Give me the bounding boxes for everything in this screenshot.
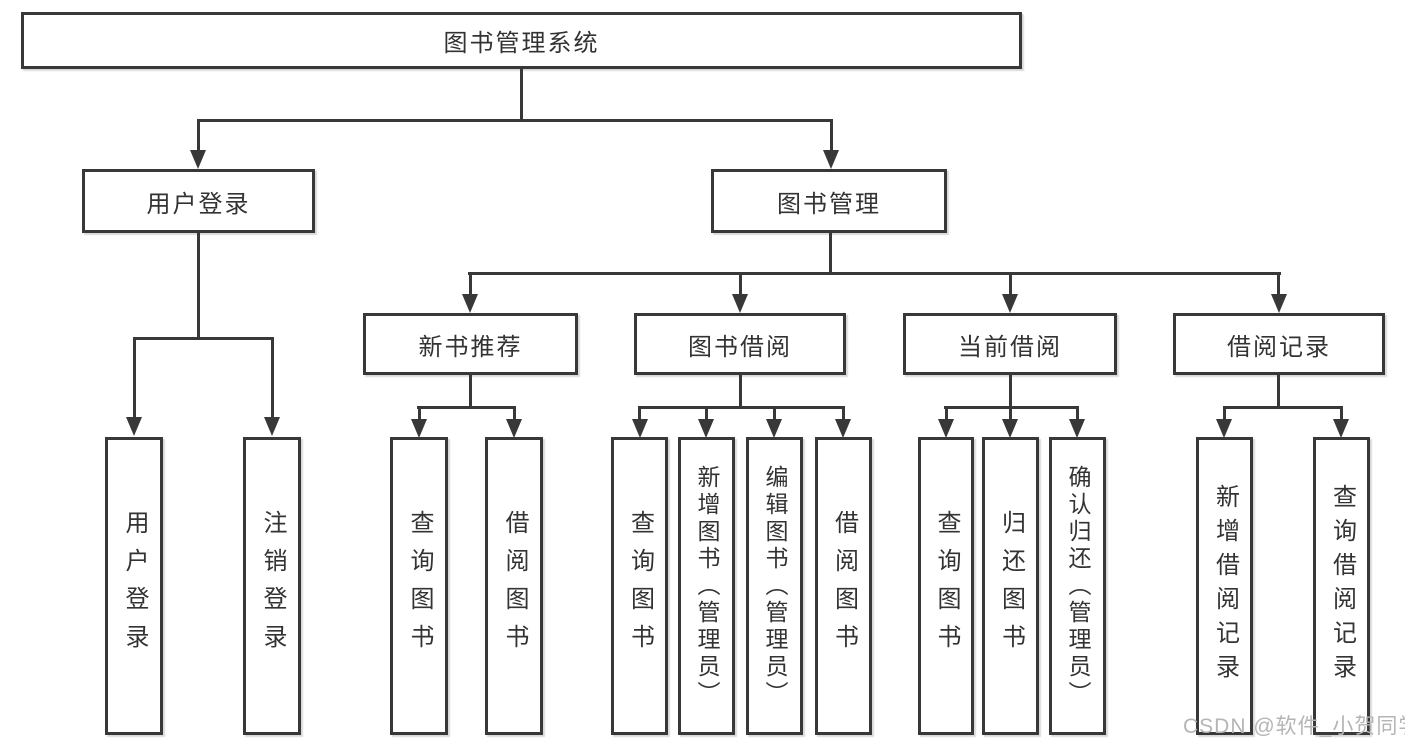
node-label: 图书管理系统 (443, 30, 600, 57)
node-label: 新书推荐 (418, 333, 523, 361)
connector-vline (271, 337, 274, 418)
leaf-return-books: 归还图书 (982, 437, 1039, 735)
arrowhead-down-icon (506, 419, 522, 438)
node-borrow-records: 借阅记录 (1173, 313, 1385, 375)
arrowhead-down-icon (1333, 419, 1349, 438)
connector-vline (469, 272, 472, 295)
leaf-confirm-return-admin: 确认归还（管理员） (1049, 437, 1106, 735)
arrowhead-down-icon (835, 419, 851, 438)
csdn-watermark: CSDN @软件_小贺同学 (1183, 715, 1405, 738)
arrowhead-down-icon (190, 150, 206, 169)
connector-vline (705, 406, 708, 420)
arrowhead-down-icon (1271, 294, 1287, 313)
node-label: 借阅记录 (1227, 333, 1331, 361)
arrowhead-down-icon (411, 419, 427, 438)
connector-vline (638, 406, 641, 420)
connector-vline (830, 119, 833, 151)
leaf-query-books-current: 查询图书 (918, 437, 974, 735)
leaf-label: 借阅图书 (501, 510, 528, 662)
arrowhead-down-icon (632, 419, 648, 438)
connector-hline (197, 119, 833, 122)
arrowhead-down-icon (126, 417, 142, 436)
connector-vline (1076, 406, 1079, 420)
arrowhead-down-icon (1002, 294, 1018, 313)
connector-vline (418, 406, 421, 420)
arrowhead-down-icon (823, 150, 839, 169)
arrowhead-down-icon (698, 419, 714, 438)
node-root-library-system: 图书管理系统 (21, 12, 1022, 69)
leaf-label: 借阅图书 (830, 510, 858, 662)
connector-hline (1223, 406, 1343, 409)
leaf-add-books-admin: 新增图书（管理员） (678, 437, 735, 735)
connector-hline (417, 406, 516, 409)
arrowhead-down-icon (938, 419, 954, 438)
connector-vline (829, 233, 832, 272)
node-user-login: 用户登录 (82, 169, 315, 233)
connector-hline (468, 272, 1281, 275)
connector-vline (1277, 272, 1280, 295)
node-label: 图书管理 (777, 190, 881, 218)
node-book-borrow: 图书借阅 (634, 313, 846, 375)
leaf-label: 注销登录 (259, 510, 286, 662)
leaf-label: 新增图书（管理员） (694, 464, 720, 708)
leaf-query-borrow-record: 查询借阅记录 (1313, 437, 1370, 735)
connector-vline (945, 406, 948, 420)
node-current-borrow: 当前借阅 (903, 313, 1117, 375)
connector-vline (739, 375, 742, 406)
connector-vline (1009, 406, 1012, 420)
arrowhead-down-icon (766, 419, 782, 438)
leaf-query-books-borrow: 查询图书 (611, 437, 668, 735)
connector-vline (773, 406, 776, 420)
arrowhead-down-icon (264, 417, 280, 436)
leaf-logout: 注销登录 (243, 437, 301, 735)
connector-vline (1009, 272, 1012, 295)
leaf-label: 确认归还（管理员） (1065, 464, 1091, 708)
connector-vline (739, 272, 742, 295)
leaf-label: 编辑图书（管理员） (762, 464, 788, 708)
arrowhead-down-icon (1069, 419, 1085, 438)
connector-vline (520, 69, 523, 119)
connector-vline (197, 119, 200, 151)
leaf-label: 归还图书 (997, 510, 1025, 662)
connector-hline (638, 406, 844, 409)
connector-hline (133, 337, 274, 340)
connector-vline (133, 337, 136, 418)
node-label: 当前借阅 (958, 333, 1062, 361)
node-book-management: 图书管理 (711, 169, 947, 233)
leaf-query-books-recommend: 查询图书 (390, 437, 448, 735)
leaf-label: 查询图书 (626, 510, 654, 662)
node-label: 图书借阅 (688, 333, 792, 361)
connector-vline (842, 406, 845, 420)
leaf-label: 新增借阅记录 (1211, 484, 1239, 688)
arrowhead-down-icon (1002, 419, 1018, 438)
connector-vline (1277, 375, 1280, 406)
leaf-label: 查询图书 (933, 510, 960, 662)
connector-vline (1223, 406, 1226, 420)
leaf-label: 查询图书 (406, 510, 433, 662)
node-label: 用户登录 (146, 190, 251, 218)
leaf-borrow-books-recommend: 借阅图书 (485, 437, 543, 735)
leaf-label: 查询借阅记录 (1328, 484, 1356, 688)
leaf-borrow-books: 借阅图书 (815, 437, 872, 735)
connector-vline (1009, 375, 1012, 406)
connector-vline (469, 375, 472, 406)
leaf-edit-books-admin: 编辑图书（管理员） (746, 437, 803, 735)
arrowhead-down-icon (462, 294, 478, 313)
arrowhead-down-icon (732, 294, 748, 313)
connector-vline (1340, 406, 1343, 420)
connector-vline (197, 233, 200, 337)
connector-vline (513, 406, 516, 420)
leaf-user-login: 用户登录 (105, 437, 163, 735)
leaf-add-borrow-record: 新增借阅记录 (1196, 437, 1253, 735)
leaf-label: 用户登录 (121, 510, 148, 662)
arrowhead-down-icon (1216, 419, 1232, 438)
node-new-book-recommend: 新书推荐 (363, 313, 578, 375)
